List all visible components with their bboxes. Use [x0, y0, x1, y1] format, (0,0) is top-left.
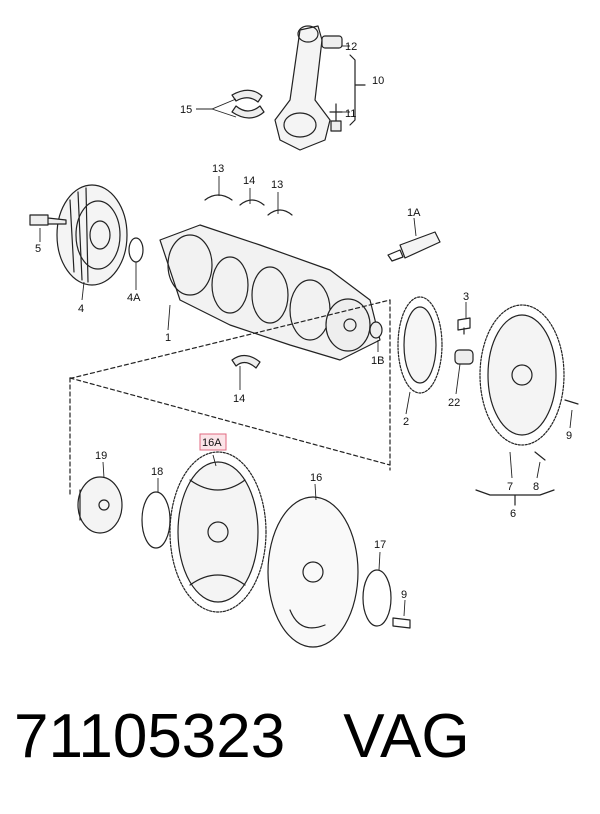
crankshaft-drawing: [159, 224, 381, 361]
label-1: 1: [165, 332, 171, 344]
label-9b: 9: [401, 589, 407, 601]
label-10: 10: [372, 75, 384, 87]
label-7: 7: [507, 481, 513, 493]
label-1B: 1B: [371, 355, 384, 367]
label-12: 12: [345, 41, 357, 53]
label-2: 2: [403, 416, 409, 428]
part-number: 71105323: [14, 702, 286, 771]
driveplate-16: [267, 496, 359, 648]
label-18: 18: [151, 466, 163, 478]
label-22: 22: [448, 397, 460, 409]
label-4A: 4A: [127, 292, 141, 304]
label-14b: 14: [233, 393, 245, 405]
label-11: 11: [345, 108, 356, 120]
highlight-box: [199, 433, 227, 451]
callout-labels: 12 10 11 15 13 14 13 5 4A 4 1 14 1A 1B 3…: [35, 41, 572, 601]
part-19: [77, 476, 123, 534]
brand-name: VAG: [343, 702, 470, 771]
sprocket-plate-2: [397, 296, 443, 394]
label-19: 19: [95, 450, 107, 462]
label-1A: 1A: [407, 207, 421, 219]
label-6: 6: [510, 508, 516, 520]
label-8: 8: [533, 481, 539, 493]
label-16A: 16A: [202, 437, 222, 449]
flexplate-16A: [169, 451, 267, 613]
label-3: 3: [463, 291, 469, 303]
bearing-shells-15: [231, 89, 265, 119]
label-17: 17: [374, 539, 386, 551]
label-4: 4: [78, 303, 84, 315]
label-15: 15: [180, 104, 192, 116]
pulley-drawing: [56, 184, 128, 286]
label-14a: 14: [243, 175, 255, 187]
flywheel-6: [479, 304, 579, 461]
exploded-parts-diagram: 12 10 11 15 13 14 13 5 4A 4 1 14 1A 1B 3…: [29, 25, 579, 648]
label-5: 5: [35, 243, 41, 255]
connecting-rod-drawing: [274, 25, 343, 151]
label-9a: 9: [566, 430, 572, 442]
label-13a: 13: [212, 163, 224, 175]
label-13b: 13: [271, 179, 283, 191]
sealant-tube: [387, 231, 441, 262]
label-16: 16: [310, 472, 322, 484]
